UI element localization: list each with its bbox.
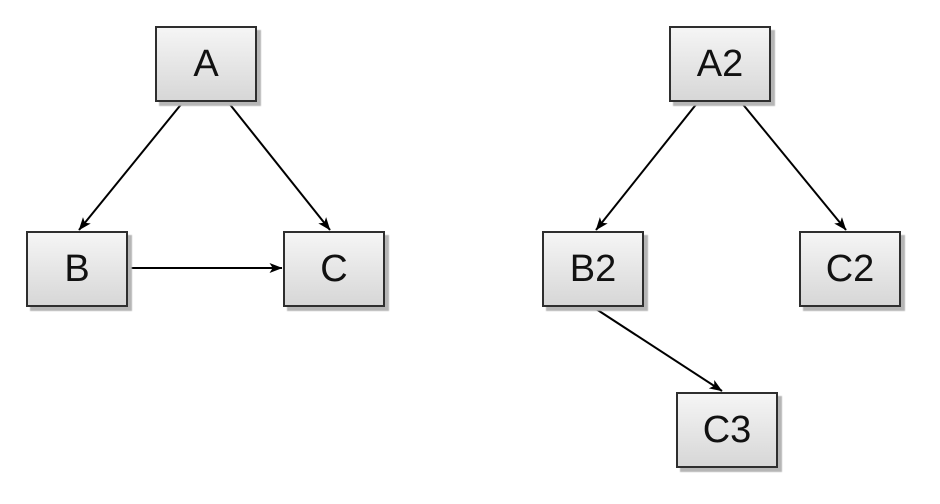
- node-label-B: B: [64, 248, 90, 290]
- node-label-C: C: [320, 248, 348, 290]
- node-label-B2: B2: [569, 248, 617, 290]
- node-B: B: [26, 231, 128, 307]
- edge-A2-to-C2: [740, 101, 847, 231]
- node-C3: C3: [676, 392, 778, 468]
- edge-A-to-C: [227, 101, 331, 231]
- node-C: C: [283, 231, 385, 307]
- node-C2: C2: [799, 231, 901, 307]
- node-label-A: A: [193, 43, 219, 85]
- node-label-C2: C2: [825, 248, 875, 290]
- node-B2: B2: [542, 231, 644, 307]
- edge-A2-to-B2: [595, 101, 699, 231]
- node-A2: A2: [669, 26, 771, 102]
- node-label-A2: A2: [696, 43, 744, 85]
- edge-A-to-B: [78, 101, 184, 231]
- edge-B2-to-C3: [592, 306, 723, 392]
- node-label-C3: C3: [702, 409, 752, 451]
- node-A: A: [155, 26, 257, 102]
